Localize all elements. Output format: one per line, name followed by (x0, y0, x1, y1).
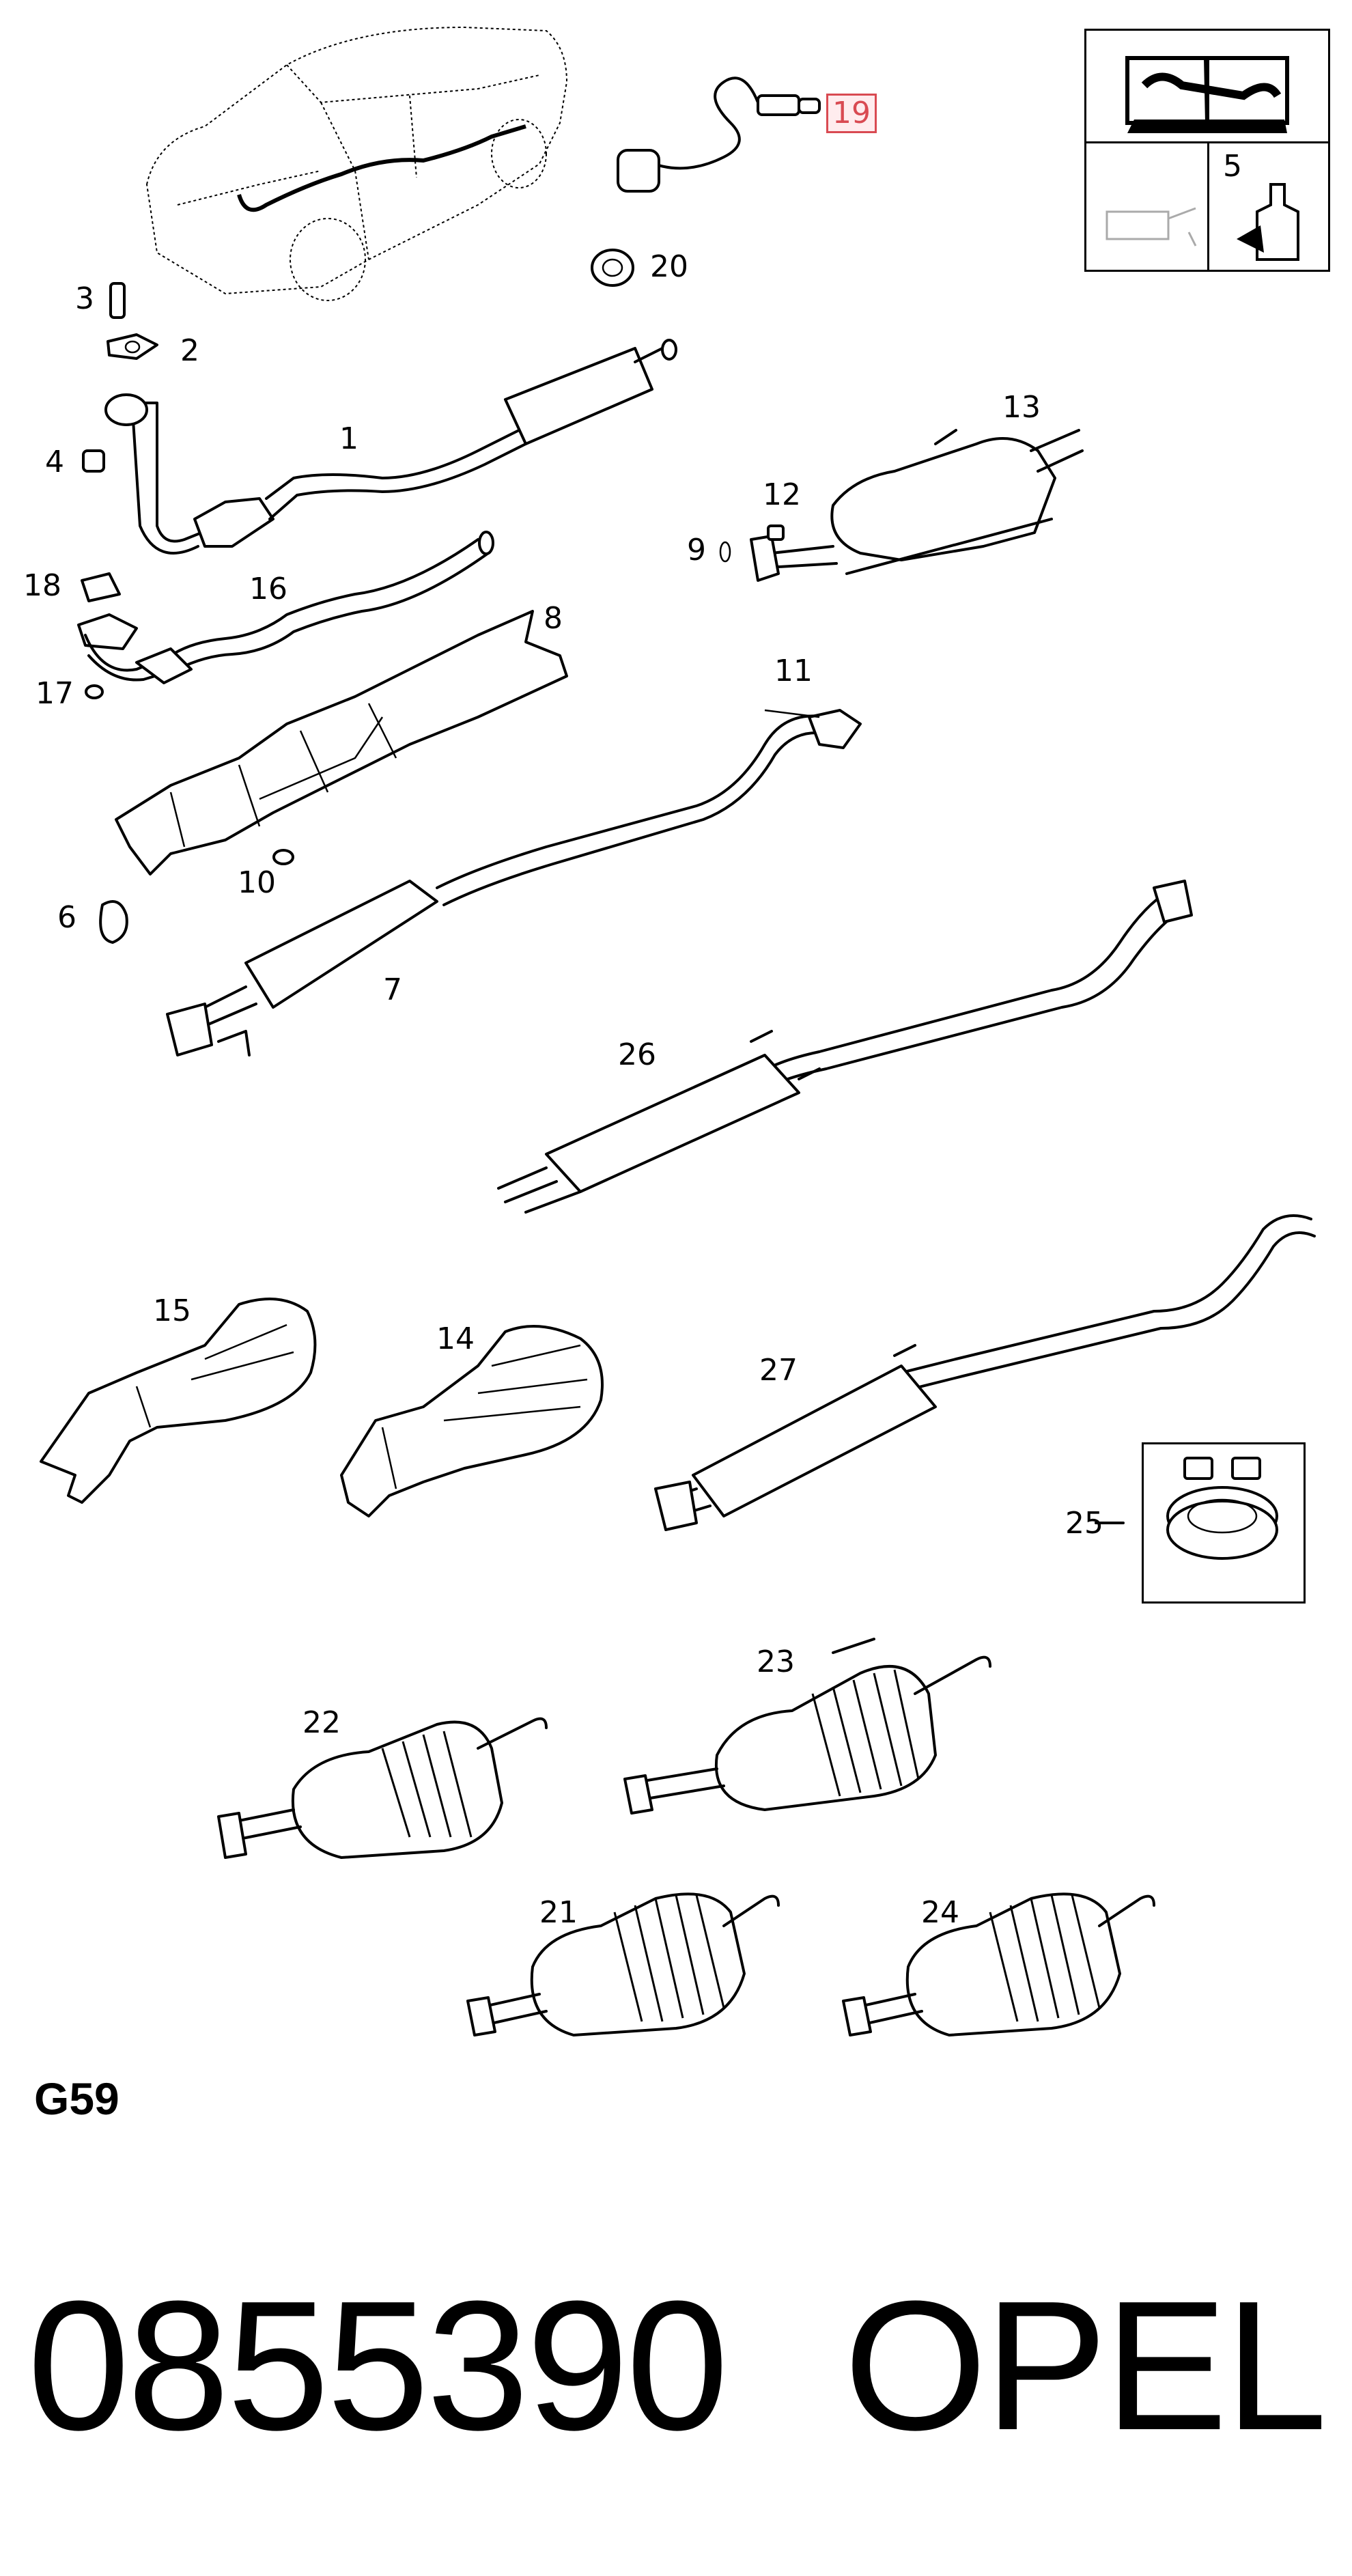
legend-cell-manual (1086, 31, 1328, 143)
callout-4[interactable]: 4 (45, 445, 64, 479)
callout-10[interactable]: 10 (238, 865, 276, 900)
callout-26[interactable]: 26 (618, 1037, 656, 1072)
callout-12[interactable]: 12 (763, 477, 801, 512)
center-silencer-27 (654, 1214, 1316, 1531)
legend-box: 5 (1084, 29, 1330, 272)
callout-8[interactable]: 8 (544, 601, 563, 636)
callout-23[interactable]: 23 (757, 1644, 795, 1679)
callout-18[interactable]: 18 (23, 568, 61, 603)
brand-name: OPEL (843, 2263, 1327, 2469)
callout-21[interactable]: 21 (539, 1895, 578, 1930)
callout-6[interactable]: 6 (57, 900, 76, 935)
legend-cell-oil (1086, 143, 1209, 272)
heat-shield-15 (40, 1298, 317, 1504)
part-number: 0855390 (27, 2263, 729, 2469)
sealant-tube-icon (1237, 183, 1299, 261)
callout-17[interactable]: 17 (36, 676, 74, 711)
callout-7[interactable]: 7 (383, 972, 402, 1007)
sealant-label: 5 (1223, 149, 1242, 184)
exhaust-system-diagram (40, 26, 1316, 2036)
callout-1[interactable]: 1 (339, 421, 358, 456)
callout-16[interactable]: 16 (249, 572, 287, 606)
rear-silencer-22 (217, 1717, 548, 1859)
front-pipe-1 (104, 339, 677, 555)
hardware-top (82, 282, 158, 473)
callout-24[interactable]: 24 (921, 1895, 959, 1930)
callout-9[interactable]: 9 (687, 533, 706, 568)
center-silencer-26 (497, 880, 1193, 1214)
rear-silencer-13 (719, 429, 1084, 582)
callout-25[interactable]: 25 (1065, 1506, 1103, 1541)
callout-27[interactable]: 27 (759, 1353, 798, 1388)
callout-13[interactable]: 13 (1002, 390, 1041, 425)
rear-silencer-24 (842, 1892, 1155, 2036)
callout-20[interactable]: 20 (650, 249, 688, 284)
heat-shield-14 (340, 1325, 604, 1517)
callout-14[interactable]: 14 (436, 1321, 475, 1356)
oil-can-icon (1105, 207, 1197, 247)
rear-silencer-21 (466, 1892, 780, 2036)
grommet-20 (591, 249, 634, 287)
rear-silencer-23 (623, 1638, 991, 1815)
callout-19[interactable]: 19 (826, 94, 877, 133)
callout-15[interactable]: 15 (153, 1293, 191, 1328)
center-silencer-7 (166, 709, 862, 1056)
section-code: G59 (34, 2073, 119, 2124)
rubber-mount-6 (99, 900, 128, 944)
callout-22[interactable]: 22 (302, 1705, 341, 1740)
nut-10 (272, 849, 294, 865)
callout-2[interactable]: 2 (180, 333, 199, 368)
heat-shield-8 (115, 610, 568, 876)
clamp-25 (1095, 1457, 1278, 1560)
legend-cell-sealant: 5 (1209, 143, 1328, 272)
callout-3[interactable]: 3 (75, 281, 94, 316)
callout-11[interactable]: 11 (774, 654, 813, 688)
clamp-detail-box (1142, 1442, 1306, 1604)
car-outline (145, 26, 568, 301)
front-pipe-16 (77, 531, 494, 699)
workshop-manual-icon (1125, 56, 1289, 133)
oxygen-sensor-19 (617, 76, 821, 193)
